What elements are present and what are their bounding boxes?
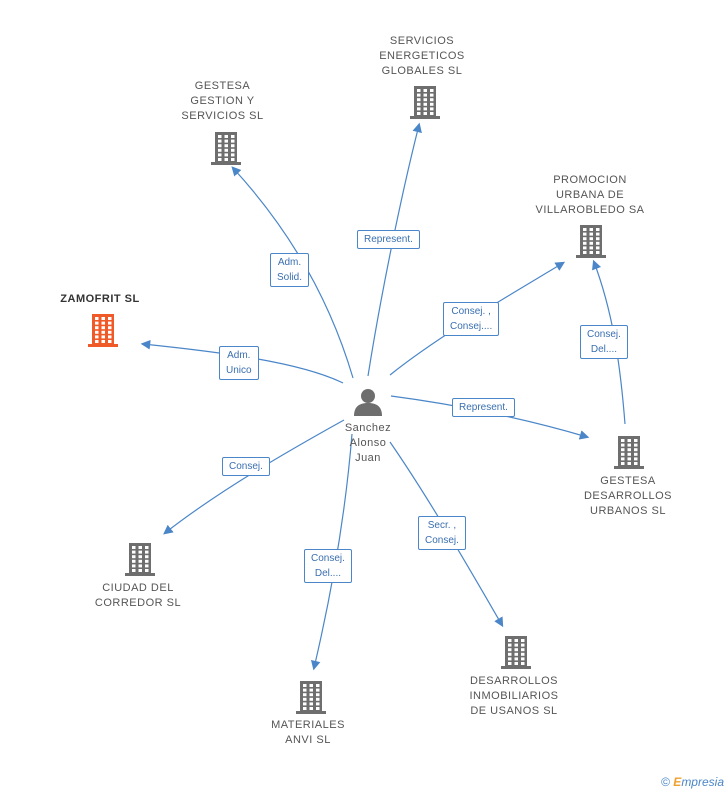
company-name-line: GESTESA <box>600 475 656 487</box>
person-name-line: Sanchez <box>344 422 392 434</box>
relation-label-line: Del.... <box>314 568 342 579</box>
person-icon[interactable] <box>353 388 383 421</box>
relation-label[interactable]: Consej. Del.... <box>580 325 628 359</box>
company-name[interactable]: DESARROLLOS INMOBILIARIOS DE USANOS SL <box>454 674 574 719</box>
building-icon[interactable] <box>296 680 326 719</box>
company-name-line: DE USANOS SL <box>470 705 558 717</box>
company-name-line: MATERIALES <box>271 719 345 731</box>
relation-label[interactable]: Adm. Solid. <box>270 253 310 287</box>
building-icon[interactable] <box>576 224 606 263</box>
brand-name: mpresia <box>681 775 724 789</box>
company-name-line: INMOBILIARIOS <box>469 690 559 702</box>
relation-label[interactable]: Consej. Del.... <box>304 549 352 583</box>
relation-label-line: Represent. <box>364 234 413 245</box>
relation-label-line: Consej. <box>425 535 459 546</box>
edge-line <box>367 122 422 377</box>
company-name-line: URBANA DE <box>555 189 625 201</box>
company-name[interactable]: PROMOCION URBANA DE VILLAROBLEDO SA <box>520 173 660 218</box>
company-name-line: CORREDOR SL <box>94 597 182 609</box>
relation-label[interactable]: Adm. Unico <box>219 346 259 380</box>
building-icon[interactable] <box>614 435 644 474</box>
building-icon[interactable] <box>211 131 241 170</box>
relation-label-line: Consej.... <box>450 321 493 332</box>
copyright-symbol: © <box>661 775 670 789</box>
building-icon[interactable] <box>501 635 531 674</box>
company-name-line: PROMOCION <box>553 174 627 186</box>
company-name-line: DESARROLLOS <box>469 675 559 687</box>
company-name-line: DESARROLLOS <box>583 490 673 502</box>
relation-label[interactable]: Consej. , Consej.... <box>443 302 500 336</box>
company-name-line: ANVI SL <box>285 734 331 746</box>
building-icon[interactable] <box>125 542 155 581</box>
relation-label[interactable]: Represent. <box>357 230 420 249</box>
company-name[interactable]: SERVICIOS ENERGETICOS GLOBALES SL <box>362 34 482 79</box>
company-name-line: CIUDAD DEL <box>102 582 174 594</box>
person-name-line: Juan <box>355 452 381 464</box>
company-name-line: ENERGETICOS <box>379 50 465 62</box>
relation-label[interactable]: Secr. , Consej. <box>418 516 466 550</box>
relation-label-line: Secr. , <box>427 520 457 531</box>
relation-label-line: Consej. <box>587 329 621 340</box>
relation-label-line: Consej. <box>311 553 345 564</box>
relation-label-line: Consej. <box>229 461 263 472</box>
relation-label-line: Solid. <box>277 272 303 283</box>
building-icon[interactable] <box>410 85 440 124</box>
company-name[interactable]: GESTESA GESTION Y SERVICIOS SL <box>160 79 285 124</box>
company-name-line: SERVICIOS SL <box>181 110 264 122</box>
relation-label[interactable]: Consej. <box>222 457 270 476</box>
relation-label-line: Represent. <box>459 402 508 413</box>
company-name[interactable]: ZAMOFRIT SL <box>40 292 160 307</box>
relation-label-line: Adm. <box>227 350 251 361</box>
relation-label-line: Consej. , <box>451 306 491 317</box>
company-name-line: GLOBALES SL <box>381 65 463 77</box>
relation-label-line: Adm. <box>277 257 302 268</box>
relation-label[interactable]: Represent. <box>452 398 515 417</box>
company-name[interactable]: GESTESA DESARROLLOS URBANOS SL <box>568 474 688 519</box>
copyright-footer: © Empresia <box>661 775 724 789</box>
relation-label-line: Del.... <box>590 344 618 355</box>
company-name[interactable]: CIUDAD DEL CORREDOR SL <box>78 581 198 611</box>
company-name[interactable]: MATERIALES ANVI SL <box>248 718 368 748</box>
person-name-line: Alonso <box>349 437 387 449</box>
company-name-line: ZAMOFRIT SL <box>60 293 140 305</box>
brand-initial: E <box>673 775 682 789</box>
company-name-line: GESTION Y <box>190 95 255 107</box>
relation-label-line: Unico <box>226 365 252 376</box>
company-name-line: SERVICIOS <box>389 35 455 47</box>
building-icon[interactable] <box>88 313 118 352</box>
company-name-line: URBANOS SL <box>590 505 666 517</box>
company-name-line: GESTESA <box>194 80 251 92</box>
company-name-line: VILLAROBLEDO SA <box>535 204 645 216</box>
